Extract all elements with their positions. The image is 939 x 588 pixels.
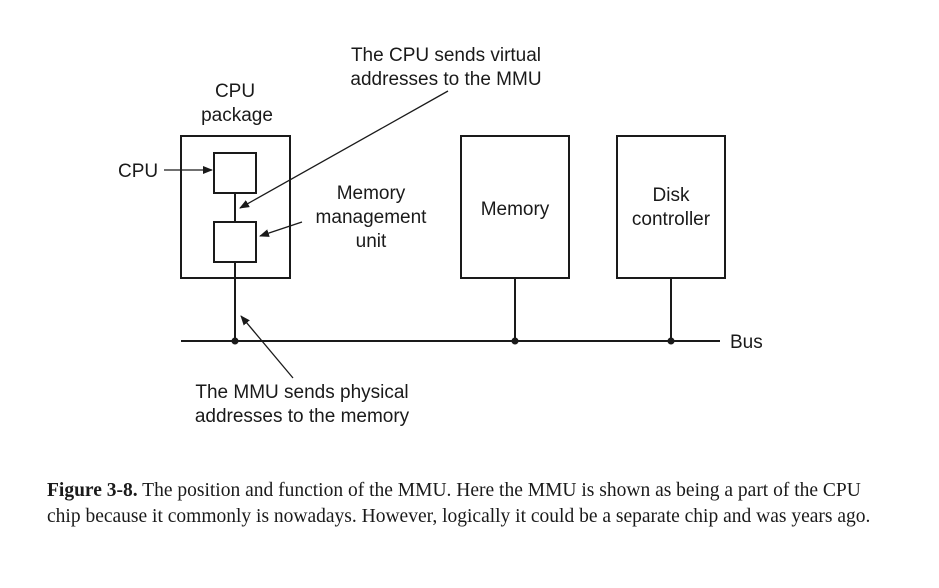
disk-label-line2: controller <box>632 209 711 230</box>
memory-label: Memory <box>481 199 550 220</box>
figure-number: Figure 3-8. <box>47 480 138 501</box>
mmu-label-line3: unit <box>356 231 387 252</box>
cpu-package-label-line1: CPU <box>215 81 255 102</box>
mmu-bus-junction <box>231 337 239 345</box>
virtual-annotation-arrow <box>239 90 449 209</box>
cpu-package-label-line2: package <box>201 105 273 126</box>
disk-bus-junction <box>667 337 675 345</box>
mmu-label-line1: Memory <box>337 183 406 204</box>
bus-label: Bus <box>730 332 763 353</box>
caption-text: The position and function of the MMU. He… <box>47 480 871 527</box>
cpu-label: CPU <box>118 161 158 182</box>
virtual-annotation-line2: addresses to the MMU <box>350 69 541 90</box>
physical-annotation-arrow <box>240 315 294 379</box>
physical-annotation-line1: The MMU sends physical <box>195 382 408 403</box>
disk-label-line1: Disk <box>653 185 690 206</box>
virtual-annotation-line1: The CPU sends virtual <box>351 45 541 66</box>
mmu-label-line2: management <box>316 207 428 228</box>
cpu-box <box>213 152 257 194</box>
mmu-pointer-arrow <box>259 221 303 237</box>
mmu-box <box>213 221 257 263</box>
memory-bus-junction <box>511 337 519 345</box>
figure-caption: Figure 3-8. The position and function of… <box>47 478 887 530</box>
physical-annotation-line2: addresses to the memory <box>195 406 410 427</box>
mmu-diagram: Bus CPU package CPU Memory management un… <box>118 45 763 427</box>
disk-controller-box <box>616 135 726 279</box>
